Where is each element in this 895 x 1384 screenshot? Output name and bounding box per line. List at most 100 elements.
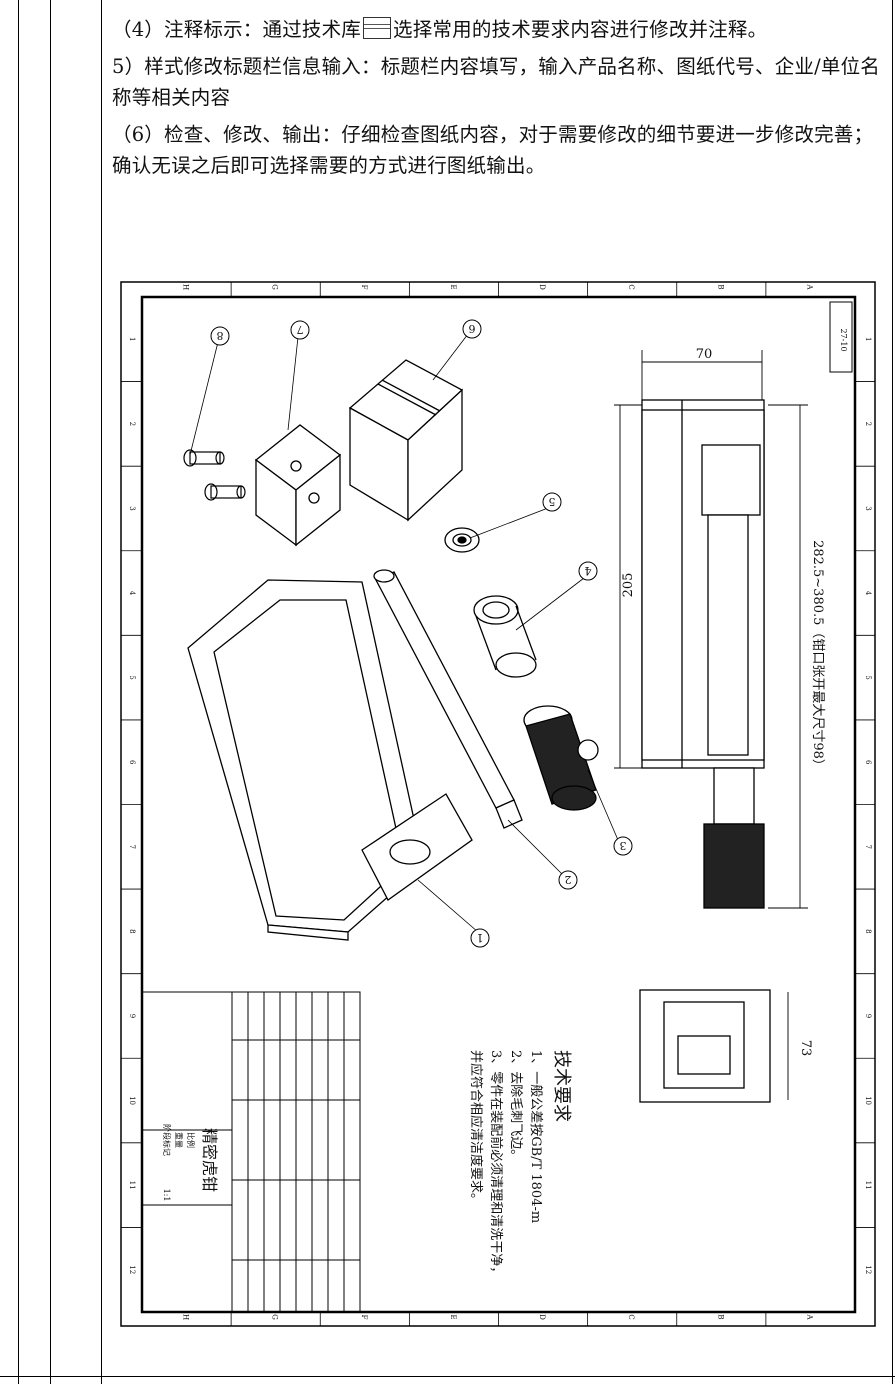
balloon-1: 1	[477, 931, 484, 944]
tech-req-line-2: 2、去除毛刺飞边。	[508, 1050, 523, 1162]
dim-side: 73	[798, 1040, 813, 1057]
balloon-6-circle	[462, 319, 482, 339]
balloon-8: 8	[217, 329, 224, 342]
zone-number-9-right: 9	[864, 1014, 872, 1018]
step-6-paragraph: （6）检查、修改、输出：仔细检查图纸内容，对于需要修改的细节要进一步修改完善；确…	[112, 123, 874, 177]
balloon-6: 6	[469, 322, 476, 335]
zone-letter-a-top: A	[805, 283, 813, 290]
tech-requirements: 技术要求 1、一般公差按GB/T 1804-m 2、去除毛刺飞边。 3、零件在装…	[468, 1050, 572, 1279]
part-3-knurl	[523, 705, 599, 811]
zone-number-11-right: 11	[864, 1181, 872, 1190]
zone-number-4-right: 4	[864, 591, 872, 596]
dim-height: 205	[621, 573, 636, 598]
balloon-2: 2	[565, 873, 572, 886]
part-1-base	[187, 579, 473, 941]
balloon-8-circle	[210, 326, 230, 346]
zone-number-3-right: 3	[864, 506, 872, 510]
zone-number-10-right: 10	[864, 1096, 872, 1105]
step-5-paragraph: 5）样式修改标题栏信息输入：标题栏内容填写，输入产品名称、图纸代号、企业/单位名…	[112, 55, 880, 109]
table-border-bottom	[0, 1376, 895, 1377]
balloon-7: 7	[297, 323, 304, 336]
zone-number-5-right: 5	[864, 675, 872, 679]
table-column-divider	[50, 0, 51, 1384]
zone-letter-g-top: G	[271, 284, 279, 290]
corner-tag-box	[829, 301, 853, 373]
zone-letter-c-top: C	[627, 284, 635, 289]
balloon-4-circle	[578, 561, 598, 581]
zone-letter-f-top: F	[360, 285, 368, 290]
end-view	[639, 989, 789, 1103]
zone-letter-d-bottom: D	[538, 1314, 546, 1320]
zone-number-11-left: 11	[128, 1181, 136, 1190]
zone-number-9-left: 9	[128, 1014, 136, 1018]
balloon-5: 5	[549, 495, 556, 508]
balloon-5-circle	[542, 492, 562, 512]
zone-number-3-left: 3	[128, 506, 136, 510]
title-block-mark-stage: 阶段标记	[162, 1124, 172, 1156]
zone-letter-f-bottom: F	[360, 1315, 368, 1320]
table-column-divider-2	[101, 0, 102, 1384]
balloons: 1 2 3 4 5 6 7 8	[210, 319, 633, 948]
balloon-2-circle	[558, 870, 578, 890]
zone-letter-a-bottom: A	[805, 1313, 813, 1320]
balloon-1-circle	[470, 928, 490, 948]
zone-number-2-right: 2	[864, 422, 872, 426]
tech-req-line-4: 并应符合相应清洁度要求。	[468, 1050, 484, 1206]
dim-width: 70	[696, 347, 713, 362]
zone-letter-d-top: D	[538, 284, 546, 290]
zone-number-6-left: 6	[128, 760, 136, 765]
title-block	[141, 991, 361, 1313]
part-8-pins	[183, 449, 246, 501]
zone-letter-h-bottom: H	[182, 1314, 190, 1320]
balloon-3-circle	[613, 836, 633, 856]
step-4-paragraph: （4）注释标示：通过技术库 选择常用的技术要求内容进行修改并注释。	[112, 14, 882, 45]
zone-number-8-right: 8	[864, 929, 872, 933]
part-2-screw	[373, 569, 523, 829]
step-4-text: （4）注释标示：通过技术库	[112, 18, 362, 41]
zone-number-2-left: 2	[128, 422, 136, 426]
zone-number-1-left: 1	[128, 337, 136, 341]
table-border-right	[892, 0, 893, 1384]
zone-letter-g-bottom: G	[271, 1314, 279, 1320]
zone-letter-b-top: B	[716, 284, 724, 289]
tech-req-line-1: 1、一般公差按GB/T 1804-m	[528, 1050, 544, 1223]
balloon-7-circle	[290, 320, 310, 340]
title-block-mark-weight: 重量	[174, 1132, 184, 1148]
zone-number-10-left: 10	[128, 1096, 136, 1105]
zone-number-7-right: 7	[864, 845, 872, 849]
title-block-name: 精密虎钳	[200, 1128, 219, 1192]
tech-req-line-3: 3、零件在装配前必须清理和清洗干净，	[488, 1050, 504, 1279]
corner-tag-text: 27-10	[839, 328, 848, 351]
part-6-jaw	[348, 359, 464, 522]
zone-letter-b-bottom: B	[716, 1314, 724, 1319]
zone-number-12-left: 12	[128, 1265, 136, 1274]
part-4-bushing	[473, 595, 537, 678]
zone-number-12-right: 12	[864, 1265, 872, 1274]
zone-number-8-left: 8	[128, 929, 136, 933]
zone-number-1-right: 1	[864, 337, 872, 341]
zone-number-7-left: 7	[128, 845, 136, 849]
step-4-text-cont: 选择常用的技术要求内容进行修改并注释。	[393, 18, 768, 41]
zone-number-4-left: 4	[128, 591, 136, 596]
tech-req-title: 技术要求	[551, 1050, 572, 1122]
zone-number-6-right: 6	[864, 760, 872, 765]
tech-library-icon	[363, 17, 392, 39]
zone-letter-h-top: H	[182, 284, 190, 290]
zone-letter-e-bottom: E	[449, 1314, 457, 1319]
zone-letter-e-top: E	[449, 284, 457, 289]
balloon-4: 4	[585, 564, 592, 577]
balloon-3: 3	[620, 839, 627, 852]
side-view	[641, 399, 765, 909]
instruction-text: （4）注释标示：通过技术库 选择常用的技术要求内容进行修改并注释。 5）样式修改标…	[112, 14, 882, 187]
zone-letter-c-bottom: C	[627, 1314, 635, 1319]
part-7-block	[254, 424, 342, 547]
zone-number-5-left: 5	[128, 675, 136, 679]
table-border-left	[18, 0, 19, 1384]
part-5-bearing	[444, 527, 480, 553]
dim-range: 282.5~380.5（钳口张开最大尺寸98）	[810, 540, 825, 772]
title-block-mark-scale: 比例	[186, 1132, 196, 1148]
